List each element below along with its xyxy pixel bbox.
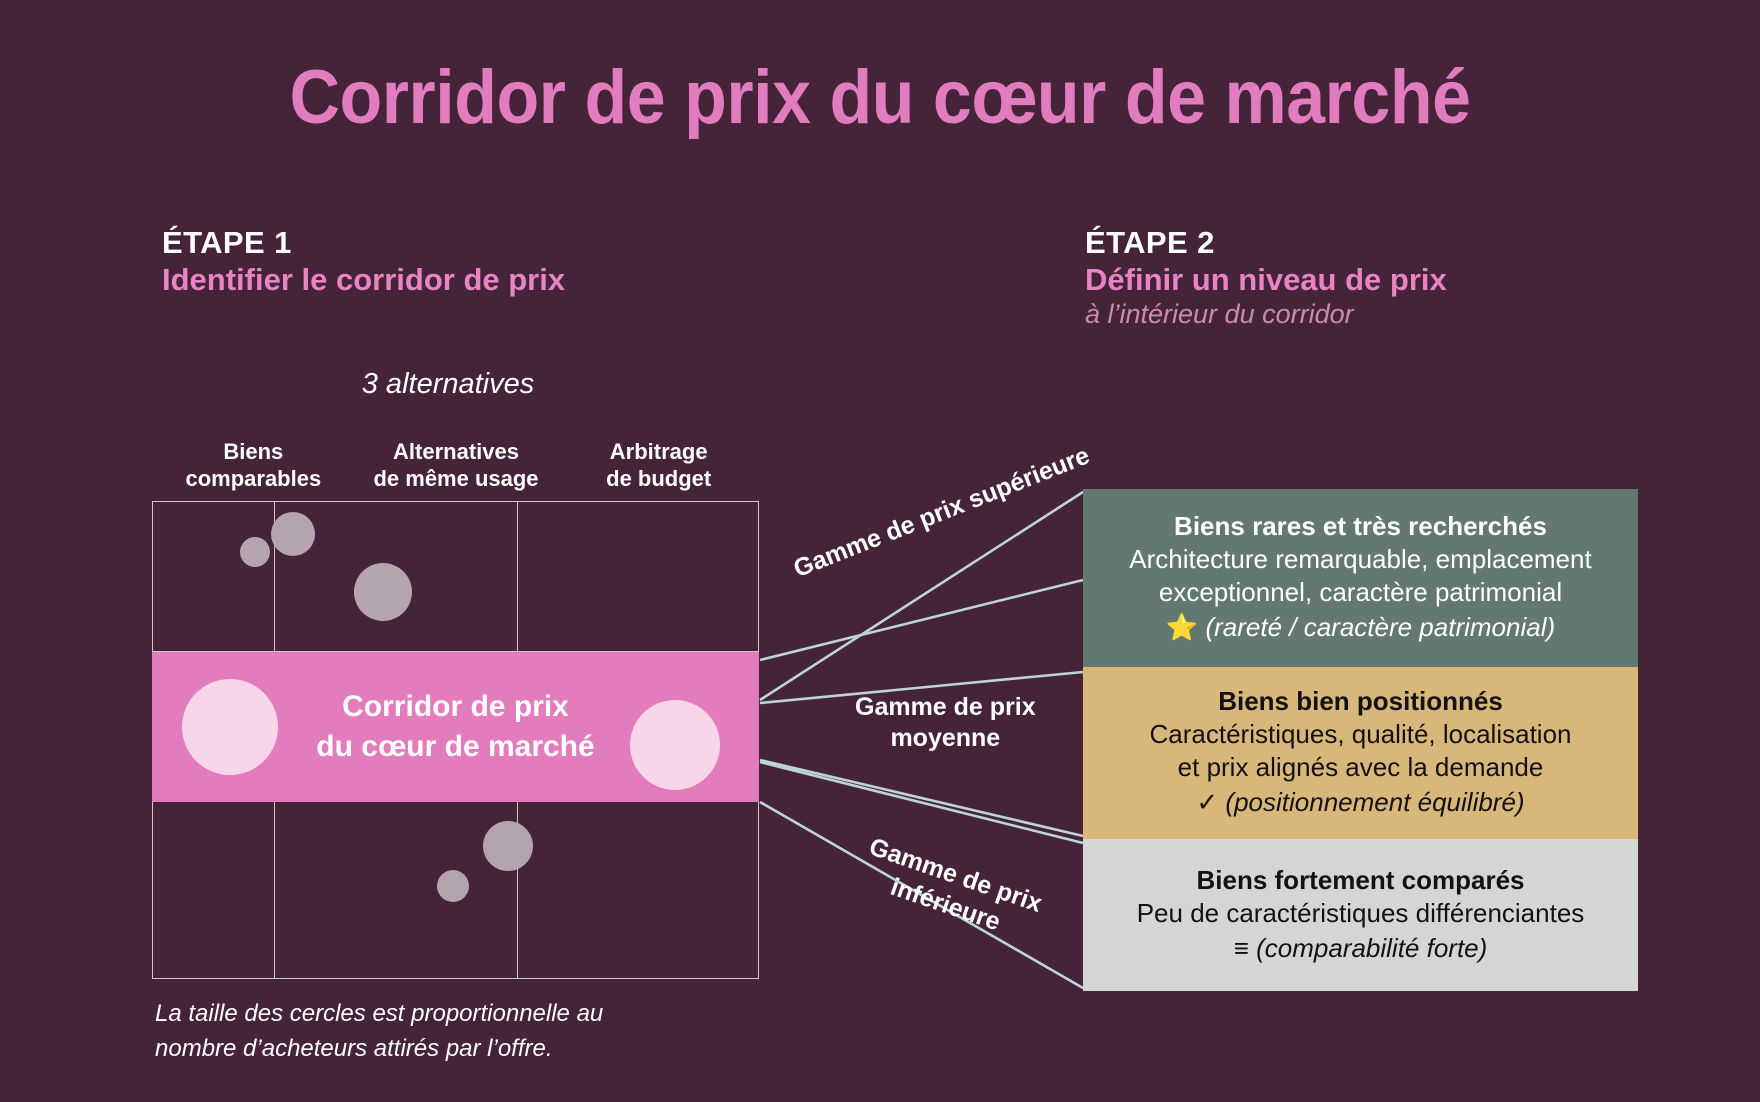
panel-mid-range: Biens bien positionnés Caractéristiques,… <box>1083 667 1638 839</box>
equal-icon: ≡ <box>1233 932 1249 963</box>
step-1-kicker: ÉTAPE 1 <box>162 225 292 260</box>
step-2-sub: à l’intérieur du corridor <box>1085 299 1354 329</box>
connector-label-line: moyenne <box>890 724 1001 752</box>
page-title: Corridor de prix du cœur de marché <box>289 55 1471 140</box>
corridor-band: Corridor de prix du cœur de marché <box>152 652 759 802</box>
bubble <box>271 512 315 556</box>
step-1-lead: Identifier le corridor de prix <box>162 262 566 297</box>
bubble <box>630 700 720 790</box>
matrix-column-headers: Biens comparables Alternatives de même u… <box>152 438 760 492</box>
matrix-column-header: Arbitrage de budget <box>557 438 760 492</box>
panel-body-line: Architecture remarquable, emplacement <box>1129 544 1592 574</box>
connector-line-mid-lower <box>759 758 1084 838</box>
bubble <box>483 821 533 871</box>
panel-body-line: exceptionnel, caractère patrimonial <box>1158 577 1563 607</box>
matrix-column-header: Alternatives de même usage <box>355 438 558 492</box>
matrix-column-header: Biens comparables <box>152 438 355 492</box>
connector-line-high-lower <box>759 578 1084 662</box>
panel-title: Biens bien positionnés <box>1218 686 1503 716</box>
panel-body-line: Caractéristiques, qualité, localisation <box>1149 719 1572 749</box>
corridor-label-line-1: Corridor de prix <box>342 690 569 723</box>
panel-low-range: Biens fortement comparés Peu de caractér… <box>1083 839 1638 991</box>
header-line: Arbitrage <box>609 439 708 464</box>
panel-tag: ✓ (positionnement équilibré) <box>1196 784 1524 820</box>
bubble <box>240 537 270 567</box>
corridor-label-line-2: du cœur de marché <box>316 730 595 763</box>
connector-line-low-upper <box>759 760 1084 845</box>
panel-tag: ≡ (comparabilité forte) <box>1234 930 1488 966</box>
panel-tag-text: (positionnement équilibré) <box>1225 787 1525 817</box>
panel-body-line: Peu de caractéristiques différenciantes <box>1136 897 1585 928</box>
bubble <box>182 679 278 775</box>
header-line: de même usage <box>373 466 539 491</box>
bubble-cluster-lower <box>153 801 760 980</box>
header-line: Alternatives <box>393 439 519 464</box>
bubble <box>354 563 412 621</box>
panel-high-range: Biens rares et très recherchés Architect… <box>1083 489 1638 667</box>
bubble <box>437 870 469 902</box>
header-line: comparables <box>185 466 322 491</box>
panel-tag-text: (comparabilité forte) <box>1256 932 1488 963</box>
corridor-band-label: Corridor de prix du cœur de marché <box>152 652 759 802</box>
header-line: de budget <box>606 466 712 491</box>
connector-label-line: Gamme de prix <box>855 693 1036 721</box>
connector-line-low-lower <box>759 800 1084 990</box>
step-2-heading: ÉTAPE 2 Définir un niveau de prix à l’in… <box>1085 224 1447 331</box>
header-line: Biens <box>223 439 284 464</box>
panel-title: Biens rares et très recherchés <box>1174 511 1547 541</box>
matrix-footnote: La taille des cercles est proportionnell… <box>155 1000 604 1062</box>
panel-title: Biens fortement comparés <box>1196 864 1525 895</box>
check-icon: ✓ <box>1196 787 1219 817</box>
connector-line-mid-upper <box>759 670 1084 705</box>
alternatives-caption: 3 alternatives <box>361 368 535 400</box>
grid-horizontal-line <box>153 651 758 653</box>
connector-line-high-upper <box>759 490 1084 702</box>
panel-tag: ⭐ (rareté / caractère patrimonial) <box>1166 609 1555 645</box>
connector-label-middle-range: Gamme de prix moyenne <box>855 692 1036 754</box>
panel-body-line: et prix alignés avec la demande <box>1177 752 1544 782</box>
step-1-heading: ÉTAPE 1 Identifier le corridor de prix <box>162 224 565 298</box>
star-icon: ⭐ <box>1165 612 1199 642</box>
step-2-lead: Définir un niveau de prix <box>1085 262 1447 297</box>
panel-tag-text: (rareté / caractère patrimonial) <box>1205 612 1556 642</box>
step-2-kicker: ÉTAPE 2 <box>1085 225 1215 260</box>
